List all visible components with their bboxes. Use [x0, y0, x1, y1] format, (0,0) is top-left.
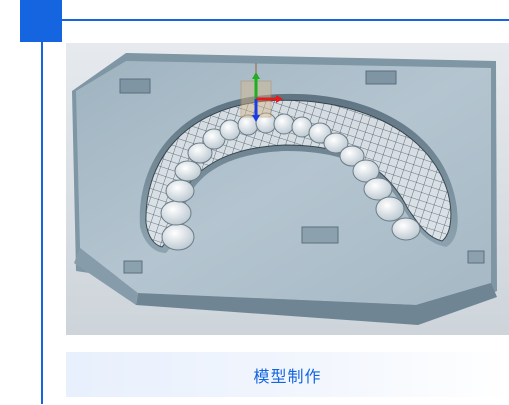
header-accent-square [20, 0, 62, 42]
caption-text: 模型制作 [253, 366, 322, 386]
dental-mold-illustration [66, 43, 509, 335]
caption-bar: 模型制作 [66, 352, 509, 397]
header-rule [62, 19, 509, 21]
dental-model-image [66, 43, 509, 335]
transform-gizmo-icon [240, 63, 283, 122]
side-rule [41, 42, 43, 404]
